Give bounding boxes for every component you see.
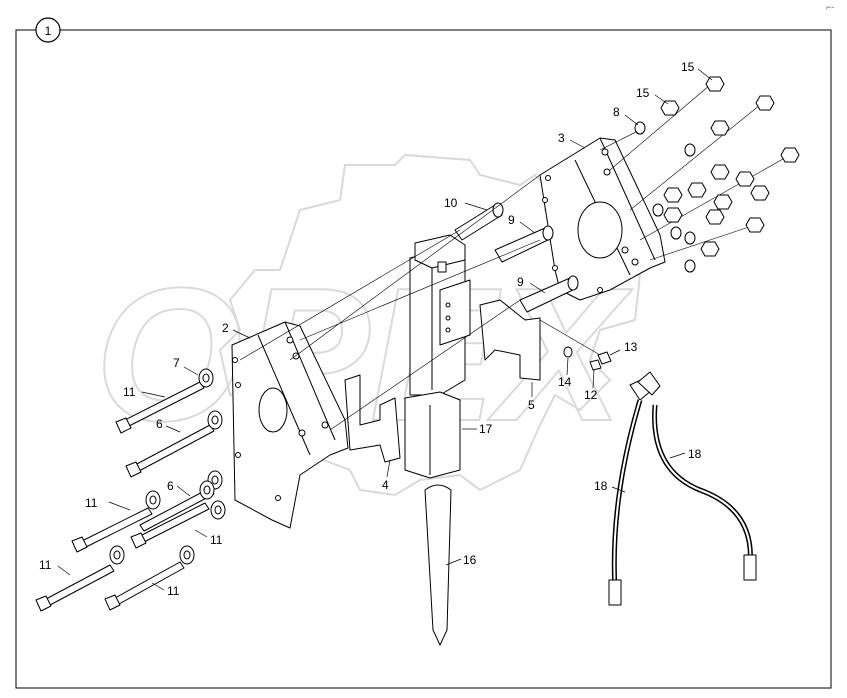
left-bracket (344, 374, 401, 463)
callout-6b: 6 (167, 479, 174, 493)
callout-11b: 11 (85, 496, 98, 510)
nut (710, 120, 730, 136)
nut (755, 95, 775, 111)
callout-11a: 11 (123, 385, 136, 399)
nut (713, 194, 733, 210)
bolt (125, 424, 215, 478)
left-mounting-plate (231, 321, 349, 529)
washer (207, 410, 223, 430)
washer (684, 259, 696, 273)
washer (210, 500, 226, 520)
hammer-body (404, 234, 471, 479)
callout-3: 3 (558, 131, 565, 145)
callout-14: 14 (558, 375, 572, 389)
washer (145, 490, 161, 510)
assembly-guide-lines (239, 84, 791, 431)
callout-2: 2 (222, 321, 229, 335)
left-fasteners (35, 368, 226, 612)
nut (705, 76, 725, 92)
bolt (104, 561, 185, 611)
nut (745, 217, 765, 233)
nut (700, 241, 720, 257)
bolt (71, 507, 153, 553)
hydraulic-fittings (563, 346, 661, 401)
bolt (35, 564, 115, 612)
washer (198, 368, 214, 388)
washer (670, 226, 682, 240)
callout-4: 4 (382, 478, 389, 492)
callout-13: 13 (624, 340, 638, 354)
callout-6a: 6 (156, 417, 163, 431)
callout-11d: 11 (39, 558, 52, 572)
nut (663, 187, 683, 203)
washer (109, 545, 125, 565)
nut (710, 164, 730, 180)
nut (780, 147, 800, 163)
callout-15b: 15 (636, 86, 650, 100)
chisel-tool (424, 484, 452, 646)
right-bracket (479, 299, 541, 381)
washer (652, 203, 664, 217)
bolt (139, 487, 215, 532)
washer (684, 231, 696, 245)
nut (660, 100, 680, 116)
callout-9b: 9 (517, 275, 524, 289)
callout-18a: 18 (688, 447, 702, 461)
callout-17: 17 (479, 422, 493, 436)
right-mounting-plate (539, 137, 666, 301)
callout-9a: 9 (508, 213, 515, 227)
nut (663, 207, 683, 223)
callout-10: 10 (444, 196, 458, 210)
corner-mark: ⌐- (826, 2, 834, 12)
bolt (115, 381, 205, 434)
callout-8: 8 (613, 105, 620, 119)
callout-7: 7 (173, 356, 180, 370)
washer (684, 143, 696, 157)
callout-12: 12 (584, 388, 598, 402)
callout-5: 5 (528, 398, 535, 412)
pins (454, 202, 579, 313)
bolt (130, 502, 210, 549)
callout-11e: 11 (167, 584, 180, 598)
callout-labels: 15 15 8 3 10 9 9 2 7 13 14 12 5 11 6 17 … (39, 60, 702, 598)
callout-11c: 11 (210, 533, 223, 547)
sheet-number: 1 (45, 24, 52, 38)
hydraulic-hoses (608, 399, 757, 606)
callout-16: 16 (463, 553, 477, 567)
right-fasteners (634, 76, 800, 273)
nut (735, 171, 755, 187)
nut (687, 182, 707, 198)
washer (199, 480, 215, 500)
nut (705, 209, 725, 225)
callout-15a: 15 (681, 60, 695, 74)
callout-18b: 18 (594, 479, 608, 493)
callout-leaders (57, 68, 713, 591)
sheet-number-badge: 1 (35, 17, 61, 43)
drawing-frame (15, 29, 832, 689)
washer (179, 545, 195, 565)
nut (750, 185, 770, 201)
